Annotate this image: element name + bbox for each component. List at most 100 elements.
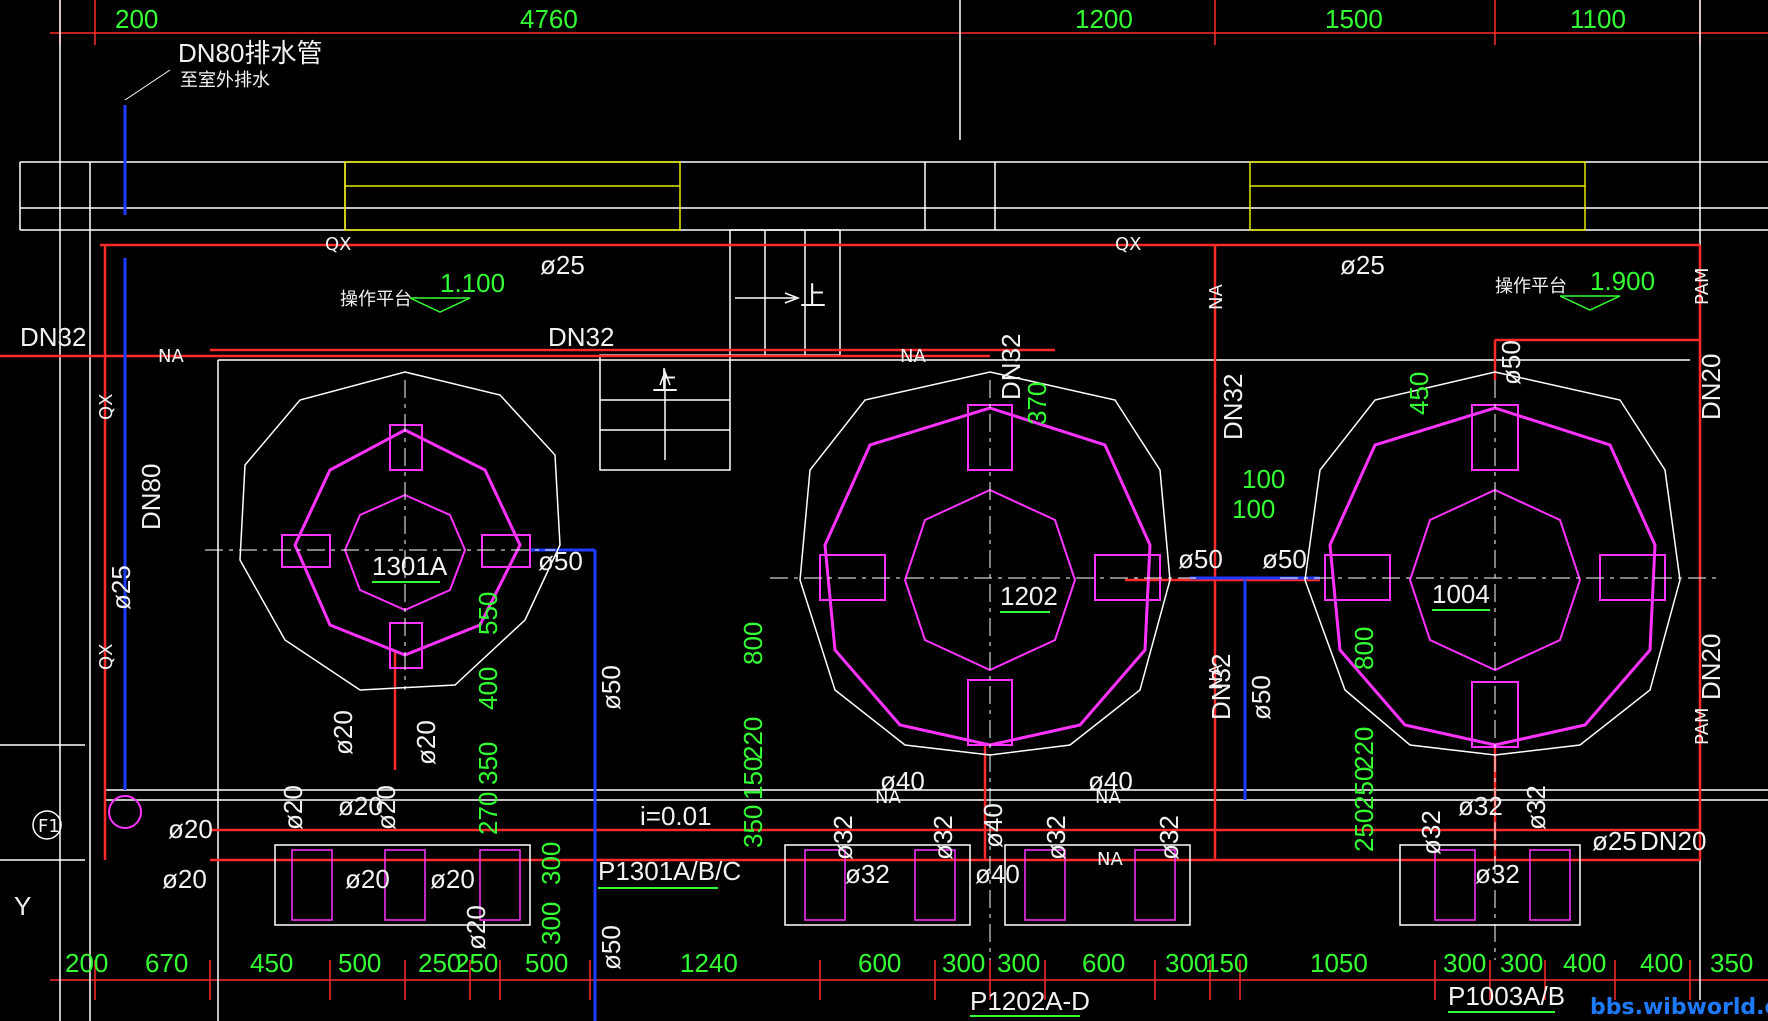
vertical-dimension-texts: 550 400 350 270 300 300 370 800 220 150 … [473,372,1434,945]
level-mark-icon [1559,295,1621,311]
pipe-label: ø25 [106,565,136,610]
dim-bottom-text: 150 [1205,948,1248,978]
pipe-label: ø32 [1521,785,1551,830]
pipe-label: NA [1206,664,1227,690]
dim-vertical-text: 250 [1349,809,1379,852]
dim-vertical-text: 350 [738,805,768,848]
pipe-label: QX [96,644,117,671]
dim-bottom-text: 450 [250,948,293,978]
pipe-label: ø32 [1416,810,1446,855]
pipe-label: ø50 [1178,544,1223,574]
pipe-label: ø50 [538,546,583,576]
dim-vertical-text: 800 [738,622,768,665]
watermark: bbs.wibworld.com [1590,995,1768,1020]
pipe-label: PAM [1692,267,1713,305]
pipe-label: ø25 [540,250,585,280]
dim-bottom-text: 600 [1082,948,1125,978]
level-mark-icon [409,297,471,313]
dim-vertical-text: 300 [536,902,566,945]
stairs [599,229,841,471]
pipe-label: ø20 [411,720,441,765]
dim-bottom-text: 400 [1640,948,1683,978]
pipe-label: ø50 [596,665,626,710]
section-marker-label: F1 [38,816,60,837]
dim-vertical-text: 220 [738,717,768,760]
equipment-labels: 1301A 1202 1004 P1301A/B/C P1202A-D P100… [372,551,1565,1017]
stair-up-label: 上 [652,366,678,396]
pipe-label: ø40 [978,803,1008,848]
pipe-label: ø32 [845,859,890,889]
pipe-label: ø25 [1592,826,1637,856]
dim-bottom-text: 1050 [1310,948,1368,978]
dim-top-text: 1100 [1570,4,1626,34]
dim-bottom-text: 300 [997,948,1040,978]
pump-bases [274,844,1581,926]
platform-right-label: 操作平台 [1495,276,1567,297]
pipe-label: DN20 [1696,354,1726,420]
pump-label: P1003A/B [1448,981,1565,1011]
dim-bottom-text: 300 [1443,948,1486,978]
pump-label: P1301A/B/C [598,856,741,886]
pipe-label: ø32 [828,815,858,860]
dim-top-text: 1200 [1075,4,1133,34]
pipe-label: ø20 [328,710,358,755]
dim-bottom-text: 500 [525,948,568,978]
tank-label: 1202 [1000,581,1058,611]
pump-label: P1202A-D [970,986,1090,1016]
stair-up-label: 上 [800,281,826,311]
dim-vertical-text: 350 [473,742,503,785]
dim-bottom-text: 300 [942,948,985,978]
dim-bottom-text: 200 [65,948,108,978]
dim-vertical-text: 800 [1349,627,1379,670]
pipe-label: QX [1115,234,1142,255]
section-marker-icon [32,810,62,840]
drain-pipe-note: DN80排水管 [178,38,322,68]
pipe-label: ø40 [1088,766,1133,796]
pipe-label: DN20 [1696,634,1726,700]
pipe-label: NA [1097,849,1123,870]
pipe-label: NA [875,787,901,808]
pipe-label: DN32 [548,322,614,352]
tank-label: 1301A [372,551,448,581]
pipe-label: DN32 [996,334,1026,400]
pipe-label: ø32 [1041,815,1071,860]
dim-bottom-text: 350 [1710,948,1753,978]
pipe-label: NA [1206,284,1227,310]
dim-bottom-text: 400 [1563,948,1606,978]
pipe-label: ø20 [371,785,401,830]
pipe-label: ø40 [880,766,925,796]
pipe-label: DN80 [136,464,166,530]
platform-left-level: 1.100 [440,268,505,298]
drain-pipes [123,105,1320,1021]
pipe-label: ø20 [278,785,308,830]
pipe-label: ø20 [345,864,390,894]
tank-label: 1004 [1432,579,1490,609]
pipe-label: NA [158,346,184,367]
pipe-label: QX [96,394,117,421]
leader-line [124,69,171,101]
pipe-label: NA [1095,787,1121,808]
dim-vertical-text: 450 [1404,372,1434,415]
dim-vertical-text: 220 [1349,727,1379,770]
pipe-label: NA [900,346,926,367]
pipe-label: ø32 [1475,859,1520,889]
dim-bottom-text: 300 [1500,948,1543,978]
top-dimension-texts: 200 4760 1200 1500 1100 [115,4,1626,34]
pipe-label-texts: QX QX ø25 ø25 DN32 DN32 NA NA NA NA NA ø… [20,234,1706,894]
pipe-label: ø20 [430,864,475,894]
dim-vertical-text: 400 [473,667,503,710]
pump-units [291,849,1571,921]
pipe-label: ø40 [975,859,1020,889]
pipe-label: ø25 [1340,250,1385,280]
dim-bottom-text: 300 [1165,948,1208,978]
dim-top-text: 200 [115,4,158,34]
dim-vertical-text: 270 [473,792,503,835]
slab-openings [344,161,1586,231]
pipe-label: ø20 [168,814,213,844]
tank-1301A [205,371,561,691]
slope-label: i=0.01 [640,801,712,831]
pipe-label: DN32 [1218,374,1248,440]
pipe-label: ø32 [1458,791,1503,821]
